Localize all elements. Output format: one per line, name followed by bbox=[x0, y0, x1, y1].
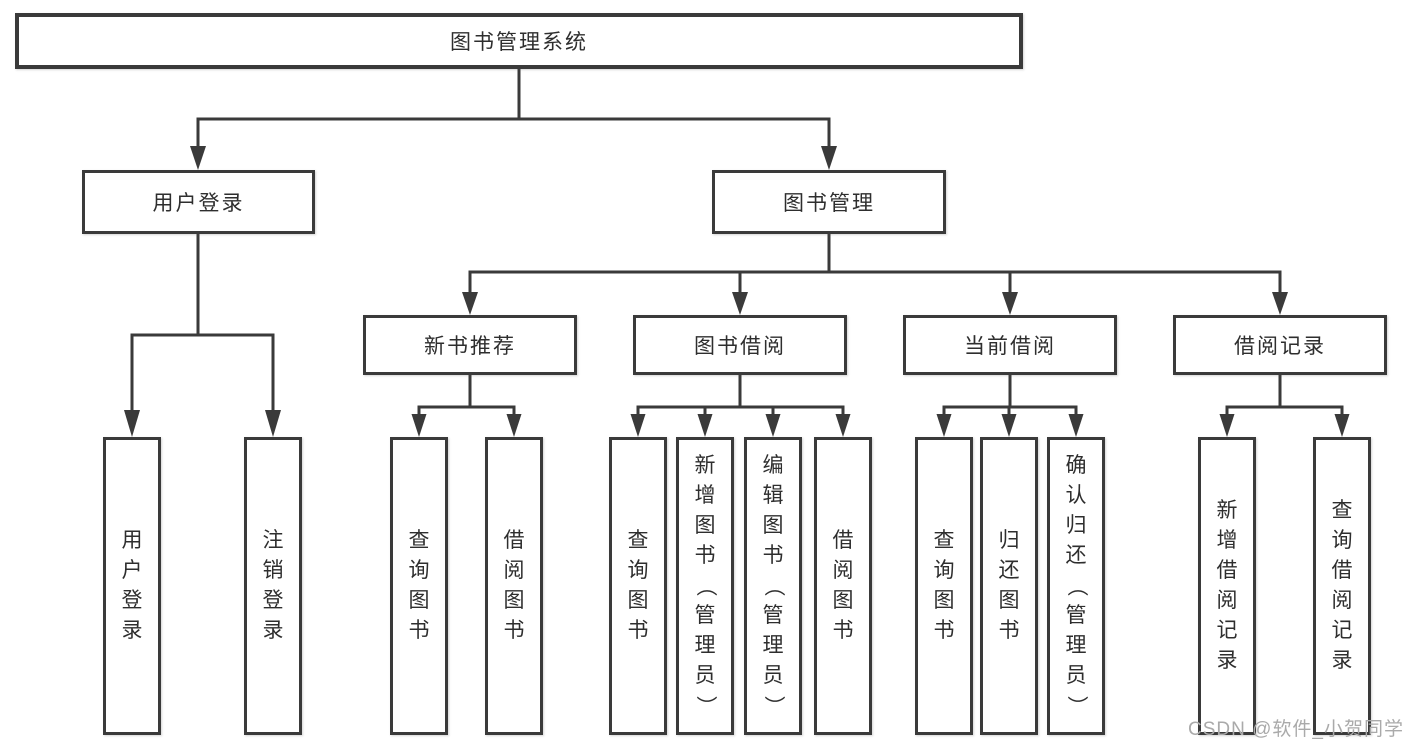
node-current-borrow-label: 当前借阅 bbox=[964, 335, 1056, 358]
leaf-edit-book-admin: 编辑图书（管理员） bbox=[744, 437, 802, 735]
node-new-book-recommend-label: 新书推荐 bbox=[424, 335, 516, 358]
leaf-query-books-recommend: 查询图书 bbox=[390, 437, 448, 735]
node-book-borrow: 图书借阅 bbox=[633, 315, 847, 375]
node-book-borrow-label: 图书借阅 bbox=[694, 335, 786, 358]
node-library-management-system-label: 图书管理系统 bbox=[450, 31, 588, 54]
leaf-user-login: 用户登录 bbox=[103, 437, 161, 735]
leaf-confirm-return-admin-label: 确认归还（管理员） bbox=[1065, 454, 1088, 717]
leaf-borrow-books-recommend-label: 借阅图书 bbox=[503, 529, 525, 642]
leaf-user-login-label: 用户登录 bbox=[121, 529, 143, 642]
leaf-borrow-books: 借阅图书 bbox=[814, 437, 872, 735]
node-new-book-recommend: 新书推荐 bbox=[363, 315, 577, 375]
node-book-management-label: 图书管理 bbox=[783, 192, 875, 215]
node-current-borrow: 当前借阅 bbox=[903, 315, 1117, 375]
node-book-management: 图书管理 bbox=[712, 170, 946, 234]
leaf-edit-book-admin-label: 编辑图书（管理员） bbox=[762, 454, 785, 717]
leaf-query-books-borrow: 查询图书 bbox=[609, 437, 667, 735]
leaf-return-book: 归还图书 bbox=[980, 437, 1038, 735]
leaf-logout: 注销登录 bbox=[244, 437, 302, 735]
node-user-login-label: 用户登录 bbox=[152, 192, 245, 215]
leaf-add-book-admin-label: 新增图书（管理员） bbox=[694, 454, 717, 717]
leaf-query-books-current: 查询图书 bbox=[915, 437, 973, 735]
leaf-add-borrow-record-label: 新增借阅记录 bbox=[1216, 499, 1238, 672]
csdn-watermark: CSDN @软件_小贺同学 bbox=[1188, 719, 1404, 740]
node-borrow-records: 借阅记录 bbox=[1173, 315, 1387, 375]
leaf-borrow-books-recommend: 借阅图书 bbox=[485, 437, 543, 735]
node-user-login: 用户登录 bbox=[82, 170, 315, 234]
leaf-return-book-label: 归还图书 bbox=[998, 529, 1020, 642]
leaf-query-books-current-label: 查询图书 bbox=[933, 529, 955, 642]
leaf-confirm-return-admin: 确认归还（管理员） bbox=[1047, 437, 1105, 735]
leaf-query-borrow-record-label: 查询借阅记录 bbox=[1331, 499, 1353, 672]
leaf-query-books-borrow-label: 查询图书 bbox=[627, 529, 649, 642]
leaf-add-borrow-record: 新增借阅记录 bbox=[1198, 437, 1256, 735]
leaf-borrow-books-label: 借阅图书 bbox=[832, 529, 854, 642]
leaf-query-books-recommend-label: 查询图书 bbox=[408, 529, 430, 642]
node-library-management-system: 图书管理系统 bbox=[15, 13, 1023, 69]
node-borrow-records-label: 借阅记录 bbox=[1234, 335, 1326, 358]
leaf-query-borrow-record: 查询借阅记录 bbox=[1313, 437, 1371, 735]
leaf-logout-label: 注销登录 bbox=[262, 529, 284, 642]
leaf-add-book-admin: 新增图书（管理员） bbox=[676, 437, 734, 735]
arrowheads bbox=[124, 146, 1350, 437]
